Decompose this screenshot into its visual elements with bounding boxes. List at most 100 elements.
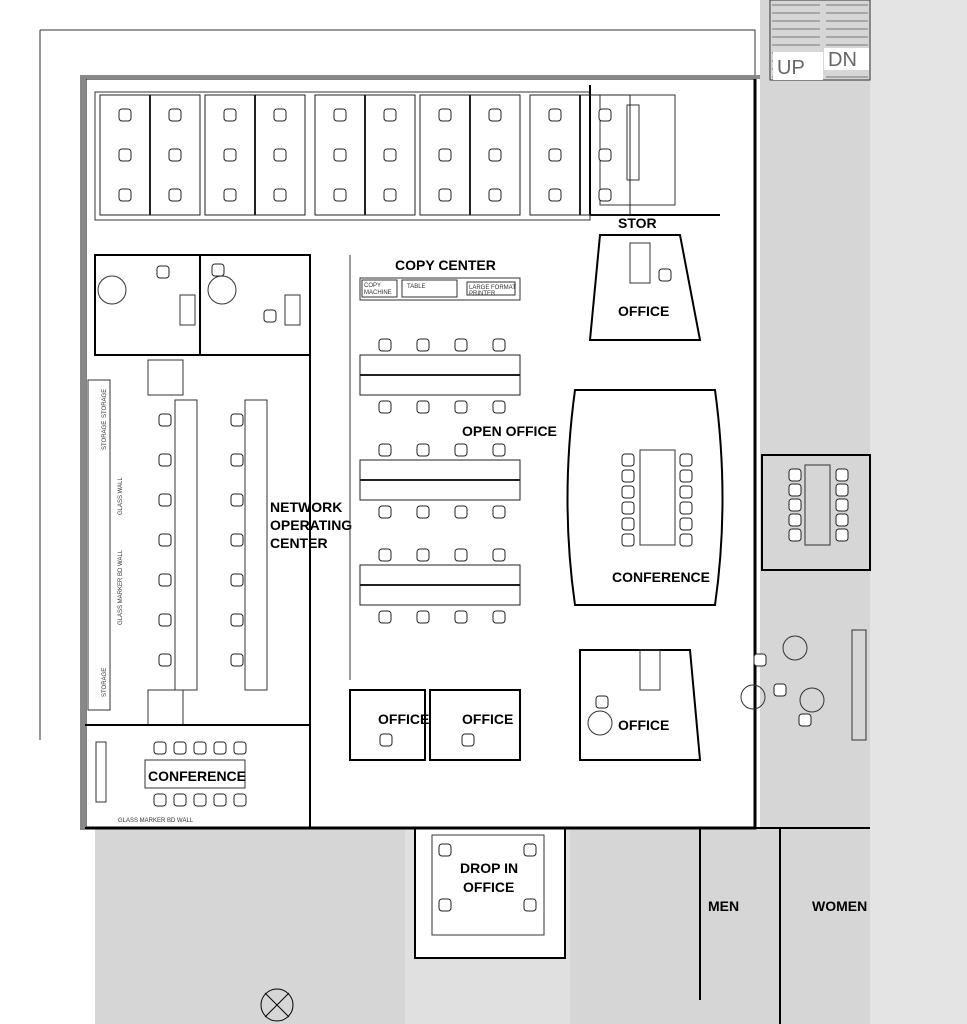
chair xyxy=(383,148,397,162)
women-label: WOMEN xyxy=(812,898,867,914)
chair xyxy=(523,843,537,857)
chair xyxy=(230,533,244,547)
stor-label: STOR xyxy=(618,215,657,231)
chair xyxy=(621,501,635,515)
office-room-ne xyxy=(588,234,702,341)
chair xyxy=(488,188,502,202)
chair xyxy=(492,400,506,414)
chair xyxy=(211,263,225,277)
chair xyxy=(488,108,502,122)
office-room xyxy=(429,689,521,761)
chair xyxy=(158,493,172,507)
chair xyxy=(118,188,132,202)
chair xyxy=(193,793,207,807)
chair xyxy=(416,505,430,519)
chair xyxy=(835,483,849,497)
chair xyxy=(598,108,612,122)
chair xyxy=(598,188,612,202)
conference-label-center: CONFERENCE xyxy=(612,569,710,585)
chair xyxy=(273,188,287,202)
chair xyxy=(454,610,468,624)
open-office-label: OPEN OFFICE xyxy=(462,423,557,439)
chair xyxy=(158,653,172,667)
chair xyxy=(156,265,170,279)
gray-area-southwest xyxy=(95,828,405,1024)
chair xyxy=(273,108,287,122)
chair xyxy=(454,505,468,519)
stair-down-label: DN xyxy=(828,49,857,71)
column-marker-x xyxy=(264,992,290,1018)
chair xyxy=(153,793,167,807)
chair xyxy=(230,453,244,467)
column-marker xyxy=(260,988,294,1022)
chair xyxy=(223,108,237,122)
hatched-wall-left xyxy=(80,75,86,830)
chair xyxy=(378,443,392,457)
copy-machine xyxy=(361,279,398,298)
chair xyxy=(438,898,452,912)
men-label: MEN xyxy=(708,898,739,914)
chair xyxy=(454,400,468,414)
chair xyxy=(438,148,452,162)
chair xyxy=(379,733,393,747)
chair xyxy=(333,108,347,122)
chair xyxy=(416,400,430,414)
conference-table xyxy=(639,449,676,546)
chair xyxy=(223,148,237,162)
storage-wall xyxy=(87,379,111,711)
copy-counter xyxy=(359,277,521,301)
chair xyxy=(679,533,693,547)
chair xyxy=(788,468,802,482)
chair xyxy=(621,469,635,483)
office-label: OFFICE xyxy=(462,711,513,727)
chair xyxy=(598,148,612,162)
chair xyxy=(168,108,182,122)
large-format-printer xyxy=(466,281,516,296)
conference-room-east xyxy=(761,454,871,571)
chair xyxy=(679,469,693,483)
chair xyxy=(378,610,392,624)
chair xyxy=(679,501,693,515)
chair xyxy=(230,653,244,667)
chair xyxy=(492,338,506,352)
round-table xyxy=(207,275,237,305)
dn-label-bg xyxy=(824,48,869,70)
chair xyxy=(263,309,277,323)
storage-label: STORAGE xyxy=(102,421,108,450)
chair xyxy=(488,148,502,162)
chair xyxy=(492,610,506,624)
chair xyxy=(168,188,182,202)
office-label: OFFICE xyxy=(378,711,429,727)
noc-label-2: OPERATING xyxy=(270,517,352,533)
chair xyxy=(788,513,802,527)
chair xyxy=(230,413,244,427)
chair xyxy=(213,741,227,755)
chair xyxy=(223,188,237,202)
chair xyxy=(621,485,635,499)
chair xyxy=(621,533,635,547)
chair xyxy=(333,148,347,162)
noc-label-1: NETWORK xyxy=(270,499,342,515)
chair xyxy=(158,413,172,427)
printer-label-2: PRINTER xyxy=(469,291,496,297)
chair xyxy=(173,741,187,755)
desk xyxy=(284,294,301,326)
chair xyxy=(153,741,167,755)
chair xyxy=(230,613,244,627)
chair xyxy=(158,573,172,587)
chair xyxy=(658,268,672,282)
chair xyxy=(492,548,506,562)
kitchen-counter xyxy=(851,629,867,741)
round-table xyxy=(97,275,127,305)
chair xyxy=(158,533,172,547)
up-label-bg xyxy=(773,52,823,80)
drop-in-label-2: OFFICE xyxy=(463,879,514,895)
chair xyxy=(378,400,392,414)
round-table xyxy=(587,710,613,736)
conference-table xyxy=(144,759,246,789)
chair xyxy=(378,505,392,519)
chair xyxy=(230,573,244,587)
chair xyxy=(438,843,452,857)
chair xyxy=(378,338,392,352)
desk xyxy=(179,294,196,326)
